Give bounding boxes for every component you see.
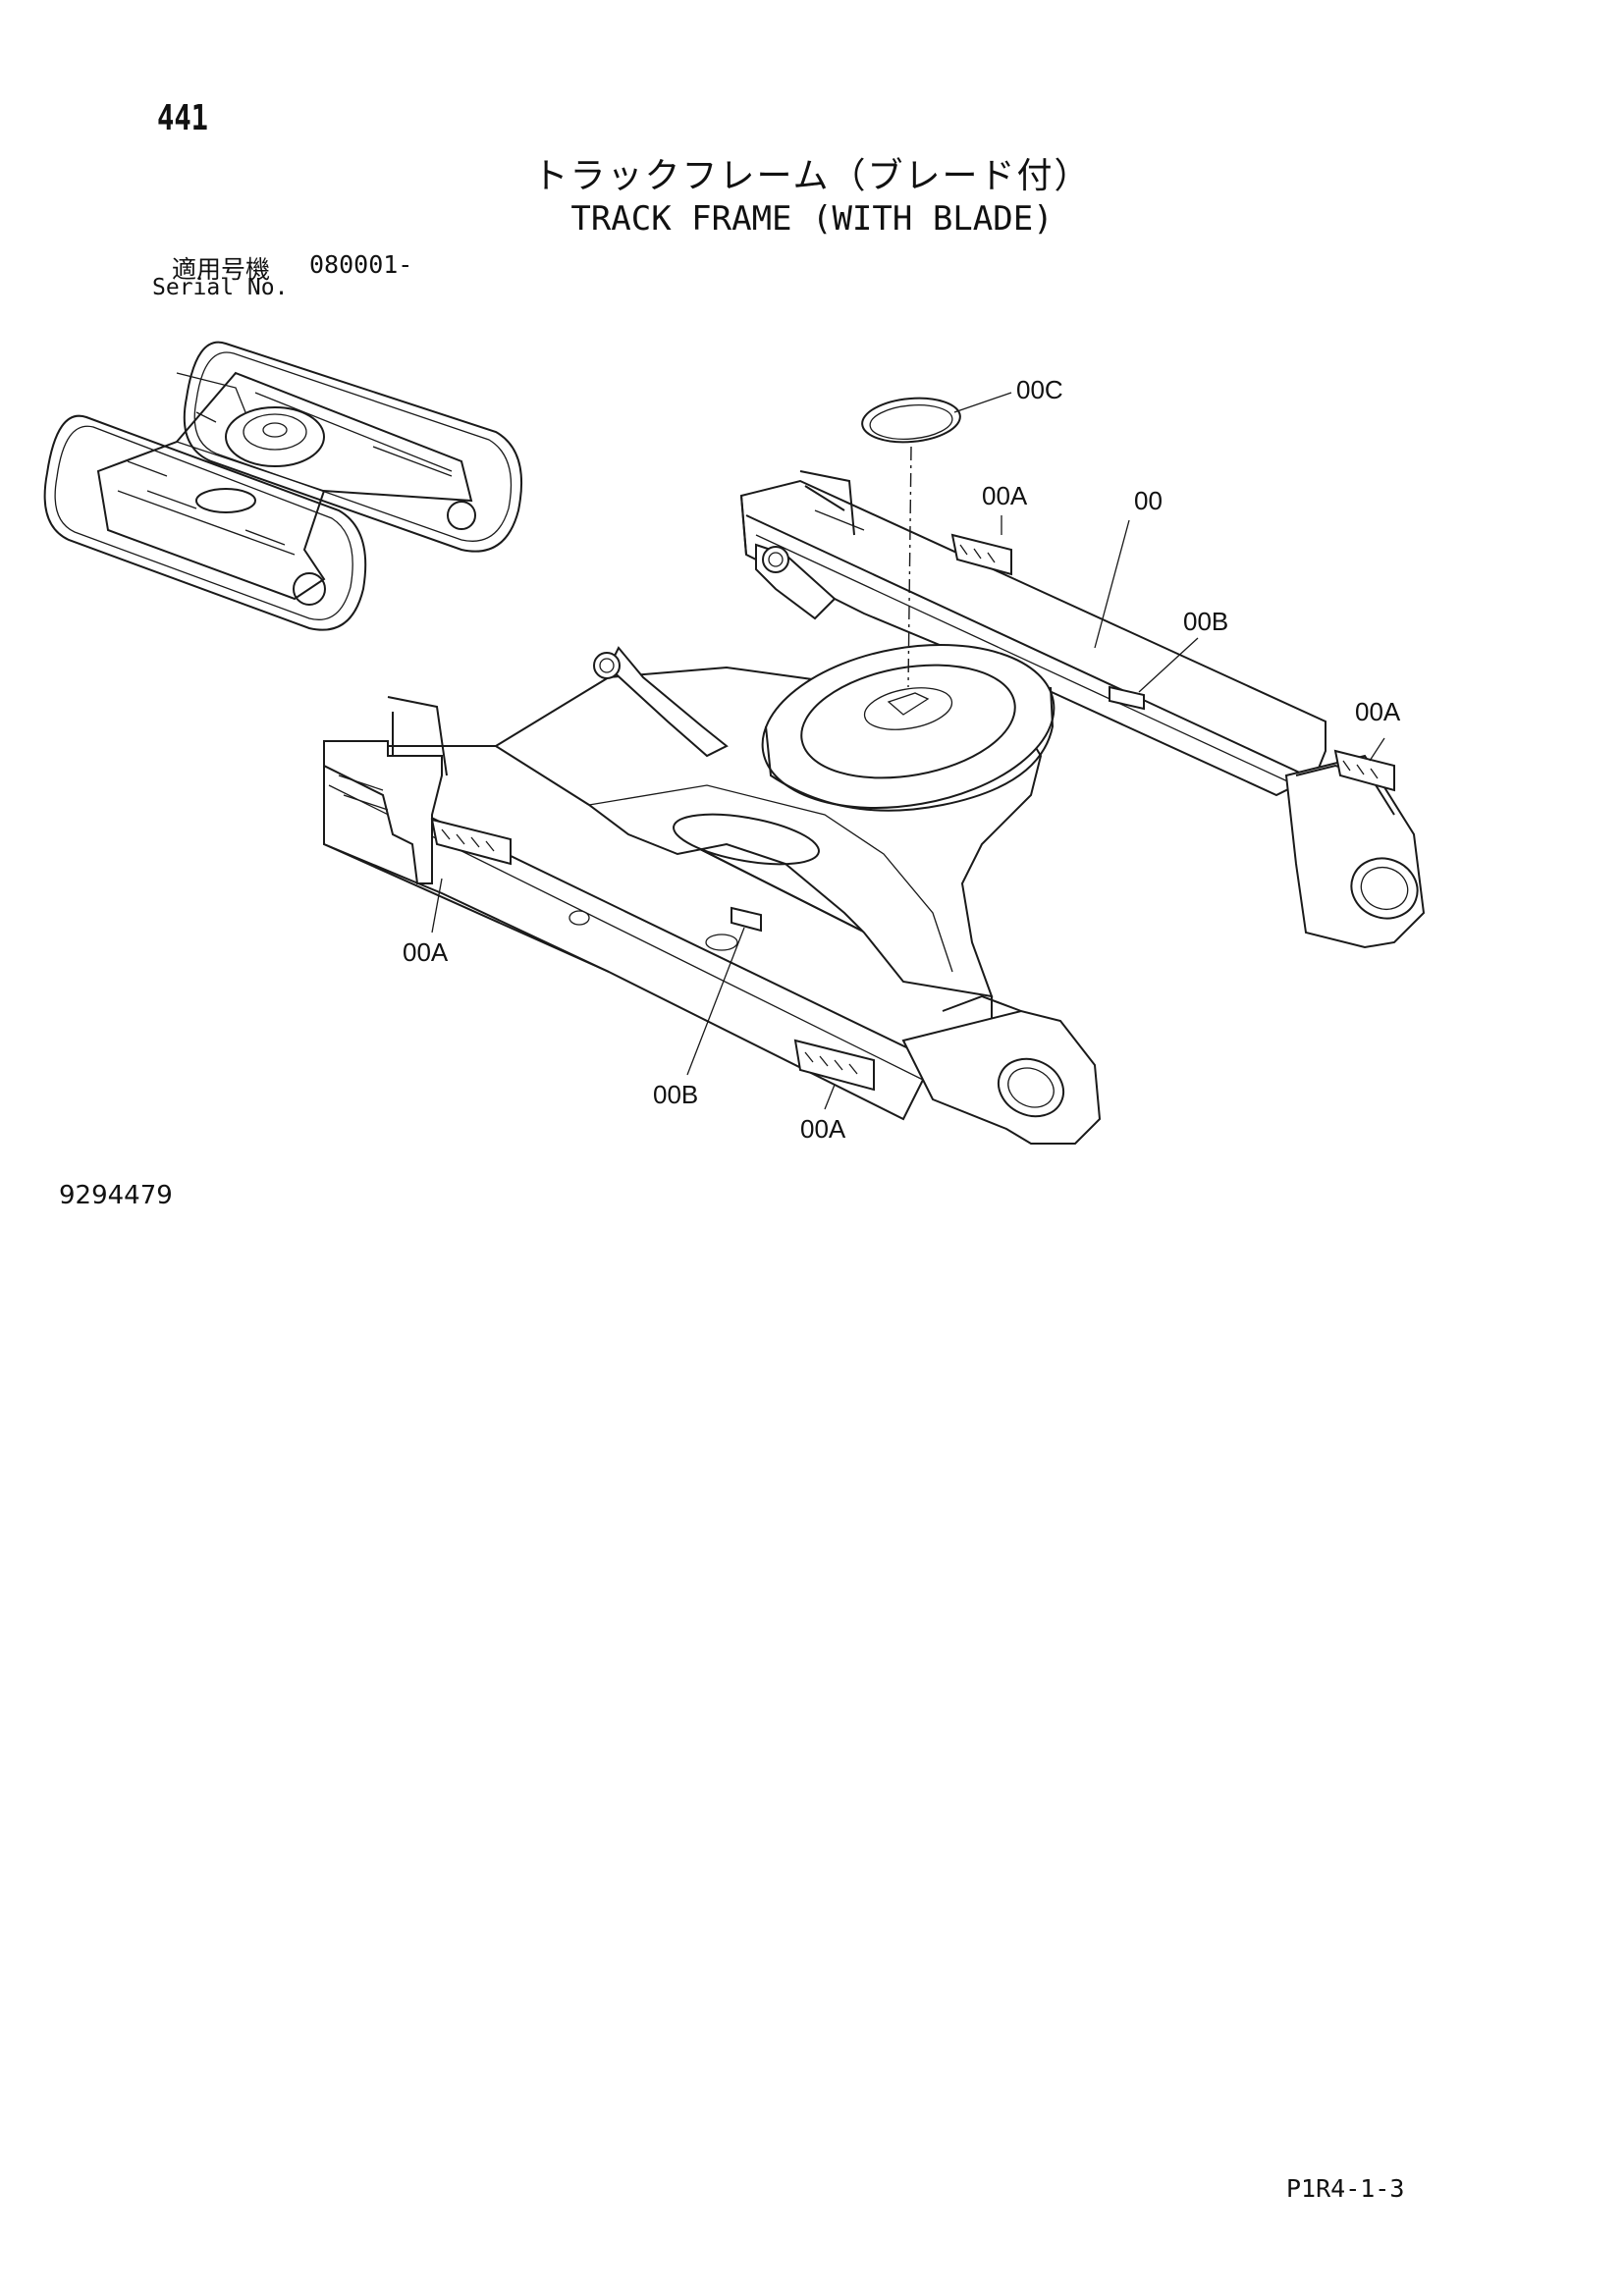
callout-00A-left: 00A [403, 937, 449, 967]
document-number: 9294479 [59, 1181, 173, 1210]
serial-value: 080001- [309, 250, 413, 279]
callout-00B-bottom: 00B [653, 1080, 699, 1109]
callout-00A-right: 00A [1355, 697, 1401, 726]
serial-label-english: Serial No. [152, 275, 289, 300]
callout-00C: 00C [1016, 375, 1063, 404]
track-frame-main [323, 397, 1426, 1145]
title-english: TRACK FRAME (WITH BLADE) [570, 199, 1054, 239]
callout-00A-bottom: 00A [800, 1114, 846, 1144]
overview-thumbnail [43, 341, 522, 631]
page-number: 441 [157, 98, 209, 138]
serial-label-japanese: 適用号機 [172, 255, 271, 284]
callout-00B-right: 00B [1183, 607, 1229, 636]
callout-00: 00 [1134, 486, 1163, 515]
page-code: P1R4-1-3 [1286, 2174, 1405, 2203]
callout-00A-top: 00A [982, 481, 1028, 510]
leader-lines [431, 392, 1385, 1110]
title-japanese: トラックフレーム（ブレード付） [532, 156, 1092, 196]
